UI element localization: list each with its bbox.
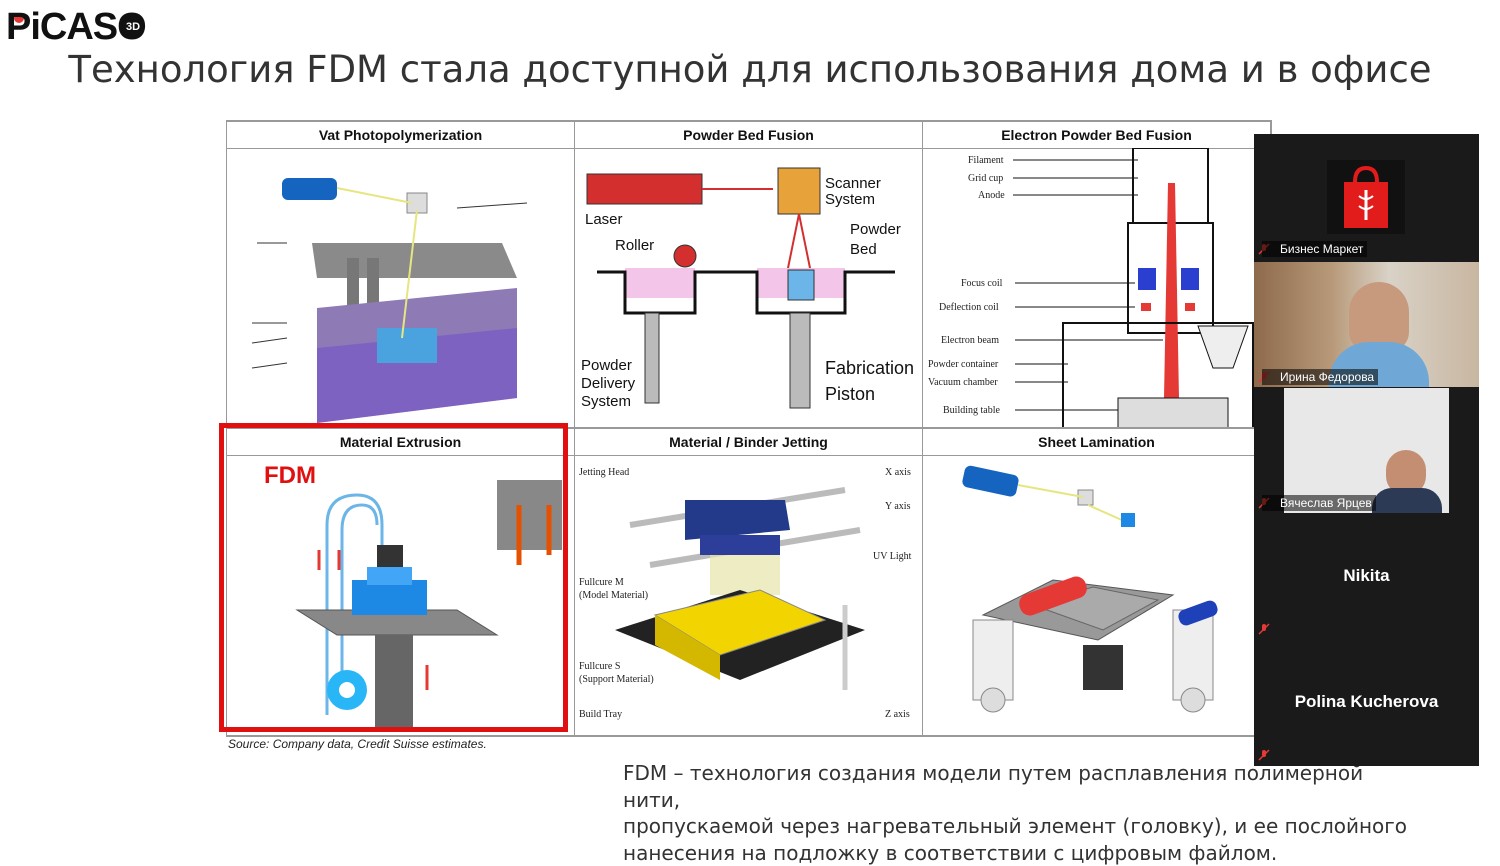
powder-bed-label: Bed [850,241,877,258]
picaso-logo-badge: 3D [122,16,144,38]
jet-uv-label: UV Light [873,551,912,562]
participant-tile[interactable]: Polina Kucherova [1254,640,1479,765]
powder-fab-label: Fabrication [825,358,914,378]
mic-off-icon [1258,749,1270,761]
participant-tile[interactable]: Бизнес Маркет [1254,134,1479,259]
participant-name: Polina Kucherova [1254,692,1479,712]
jet-head-label: Jetting Head [579,467,629,478]
cell-title: Material / Binder Jetting [575,428,922,456]
jet-fs2-label: (Support Material) [579,674,654,685]
description-line-3: нанесения на подложку в соответствии с ц… [623,840,1413,866]
cell-title: Vat Photopolymerization [227,121,574,149]
powder-delivery-label-3: System [581,393,631,410]
shopping-bag-logo-icon [1327,160,1405,234]
cell-electron-powder-bed-fusion: Electron Powder Bed Fusion Filament Grid… [923,121,1271,428]
participant-name: Ирина Федорова [1262,369,1378,385]
description-line-2: пропускаемой через нагревательный элемен… [623,813,1413,840]
cell-sheet-lamination: Sheet Lamination [923,428,1271,736]
jet-z-label: Z axis [885,709,910,720]
description-line-1: FDM – технология создания модели путем р… [623,760,1413,813]
el-label-focus-coil: Focus coil [961,278,1003,289]
participant-name: Вячеслав Ярцев [1262,495,1376,511]
el-label-electron-beam: Electron beam [941,335,999,346]
powder-powder-label: Powder [850,221,901,238]
el-label-building-table: Building table [943,405,1001,416]
participant-video-torso [1372,488,1442,513]
cell-vat-photopolymerization: Vat Photopolymerization [227,121,575,428]
cell-title: Powder Bed Fusion [575,121,922,149]
cell-title: Sheet Lamination [923,428,1270,456]
vat-diagram [227,148,575,428]
el-label-anode: Anode [978,190,1005,201]
jet-fm1-label: Fullcure M [579,577,624,588]
cell-title: Electron Powder Bed Fusion [923,121,1270,149]
powder-bed-diagram: Laser Scanner System Roller Powder Bed P… [575,148,923,428]
jet-tray-label: Build Tray [579,709,622,720]
powder-roller-label: Roller [615,237,654,254]
cell-powder-bed-fusion: Powder Bed Fusion Laser Scanner System R… [575,121,923,428]
el-label-vacuum-chamber: Vacuum chamber [928,377,998,388]
jet-y-label: Y axis [885,501,911,512]
cell-material-binder-jetting: Material / Binder Jetting Jetting Head X… [575,428,923,736]
participant-tile[interactable]: Nikita [1254,514,1479,639]
powder-laser-label: Laser [585,211,623,228]
powder-scanner-label: Scanner [825,175,881,192]
jet-fs1-label: Fullcure S [579,661,620,672]
participants-panel: Бизнес Маркет Ирина Федорова Вячеслав Яр… [1254,134,1479,766]
fdm-label: FDM [264,462,316,490]
jet-x-label: X axis [885,467,911,478]
participant-name: Бизнес Маркет [1262,241,1367,257]
participant-name: Nikita [1254,566,1479,586]
jetting-diagram: Jetting Head X axis Y axis UV Light Full… [575,455,923,735]
powder-delivery-label-1: Powder [581,357,632,374]
el-label-deflection-coil: Deflection coil [939,302,999,313]
electron-bed-diagram: Filament Grid cup Anode Focus coil Defle… [923,148,1271,428]
el-label-powder-container: Powder container [928,359,999,370]
sheet-diagram [923,455,1271,735]
participant-tile[interactable]: Вячеслав Ярцев [1254,388,1479,513]
slide-title: Технология FDM стала доступной для испол… [0,48,1500,91]
powder-piston-label: Piston [825,384,875,404]
jet-fm2-label: (Model Material) [579,590,648,601]
mic-off-icon [1258,623,1270,635]
el-label-grid-cup: Grid cup [968,173,1003,184]
el-label-filament: Filament [968,155,1004,166]
source-note: Source: Company data, Credit Suisse esti… [228,737,487,751]
participant-tile[interactable]: Ирина Федорова [1254,262,1479,387]
fdm-description: FDM – технология создания модели путем р… [623,760,1413,866]
powder-delivery-label-2: Delivery [581,375,636,392]
powder-system-label: System [825,191,875,208]
